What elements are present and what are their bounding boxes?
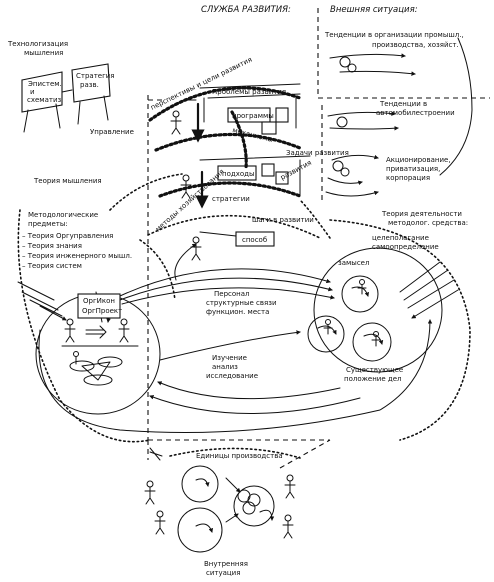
perspectives-label: перспективы и цели развития	[149, 56, 253, 112]
methodological-item: – Теория инженерного мышл.	[22, 252, 132, 260]
person-figure	[284, 474, 296, 499]
organization-system: ОргИкон ОргПроект	[35, 293, 161, 415]
person-figure	[282, 514, 294, 539]
person-figure	[64, 318, 76, 343]
approaches-label: подходы	[222, 170, 255, 178]
personnel-label-3: функцион. места	[206, 308, 269, 316]
activity-title-2: методолог. средства:	[388, 219, 468, 227]
person-figure	[118, 318, 130, 343]
programs-box: программы	[227, 97, 297, 135]
privatization-sketch	[325, 154, 379, 197]
current-state-label: Существующее	[346, 366, 403, 374]
region-dividers	[147, 8, 490, 441]
thinking-tech-title-2: мышления	[24, 49, 63, 57]
control-label: Управление	[90, 128, 134, 136]
study-label: Изучение	[212, 354, 247, 362]
methodological-item: – Теория знания	[22, 242, 82, 250]
activity-theory: Теория деятельности методолог. средства:…	[299, 199, 471, 441]
thinking-tech-title: Технологизация	[7, 40, 68, 48]
methodological-subjects: Методологические предметы: – Теория Оргу…	[17, 209, 176, 443]
external-title: Внешняя ситуация:	[330, 5, 418, 15]
goal-label: целеполагание	[372, 234, 429, 242]
board-strategy-label-2: разв.	[80, 81, 99, 89]
development-center: перспективы и цели развития Проблемы раз…	[147, 56, 349, 261]
methodological-item: – Теория Оргуправления	[22, 232, 113, 240]
trends-industry-sketch	[329, 53, 416, 76]
programs-label: программы	[232, 112, 274, 120]
tasks-label: Задачи развития	[286, 149, 349, 157]
person-figure	[73, 351, 79, 365]
trends-industry-label: Тенденции в организации промышл.,	[324, 31, 464, 39]
personnel-label-2: структурные связи	[206, 299, 277, 307]
trends-industry-label-2: производства, хозяйст.	[372, 41, 459, 49]
person-figure	[154, 510, 166, 535]
methodological-title: Методологические	[28, 211, 98, 219]
activity-title: Теория деятельности	[381, 210, 462, 218]
person-figure	[180, 174, 192, 199]
way-box: способ	[199, 231, 275, 247]
trends-auto-label: Тенденции в	[379, 100, 427, 108]
privatization-label-2: приватизация,	[386, 165, 440, 173]
study-label-3: исследование	[206, 372, 258, 380]
privatization-label: Акционирование,	[386, 156, 451, 164]
board-strategy: Стратегия разв.	[71, 63, 115, 125]
person-figure	[170, 110, 182, 135]
trends-auto-label-2: автомобилестроении	[376, 109, 455, 117]
way-label: способ	[242, 236, 267, 244]
theory-thinking-label: Теория мышления	[33, 177, 102, 185]
methodological-title-2: предметы:	[28, 220, 68, 228]
board-epistem-label-2: и	[30, 88, 35, 96]
board-strategy-label: Стратегия	[76, 72, 115, 80]
personnel-label: Персонал	[214, 290, 250, 298]
trends-auto-sketch	[327, 111, 399, 131]
thinking-technologization: Технологизация мышления Эпистем. и схема…	[7, 40, 134, 136]
person-figure	[323, 319, 333, 335]
privatization-label-3: корпорация	[386, 174, 430, 182]
person-figure	[144, 480, 156, 505]
development-label: развития	[279, 159, 313, 182]
intent-label: замысел	[338, 259, 369, 267]
person-figure	[357, 279, 367, 295]
org-box-label-2: ОргПроект	[82, 307, 122, 315]
org-connections: Персонал структурные связи функцион. мес…	[38, 243, 433, 433]
internal-label: Внутренняя	[204, 560, 248, 568]
person-figure	[371, 331, 381, 347]
methodological-item: – Теория систем	[22, 262, 82, 270]
strategies-label: стратегии	[212, 195, 250, 203]
internal-situation: Единицы производства Внутренняя ситуация	[144, 439, 331, 577]
internal-label-2: ситуация	[206, 569, 240, 577]
study-label-2: анализ	[212, 363, 238, 371]
steps-label: шаги в развитии	[252, 216, 314, 224]
board-epistem: Эпистем. и схематиз	[21, 71, 63, 133]
board-epistem-label-3: схематиз	[27, 96, 61, 104]
problems-label: Проблемы развития	[212, 88, 286, 96]
board-epistem-label: Эпистем.	[28, 80, 62, 88]
diagram-title: СЛУЖБА РАЗВИТИЯ:	[201, 5, 291, 15]
current-state-label-2: положение дел	[344, 375, 402, 383]
person-figure	[190, 236, 202, 261]
goal-label-2: самоопределение	[372, 243, 439, 251]
org-box-label: ОргИкон	[83, 297, 115, 305]
external-situation: Внешняя ситуация: Тенденции в организаци…	[324, 5, 473, 197]
units-label: Единицы производства	[196, 452, 283, 460]
approaches-box: подходы	[199, 155, 311, 197]
